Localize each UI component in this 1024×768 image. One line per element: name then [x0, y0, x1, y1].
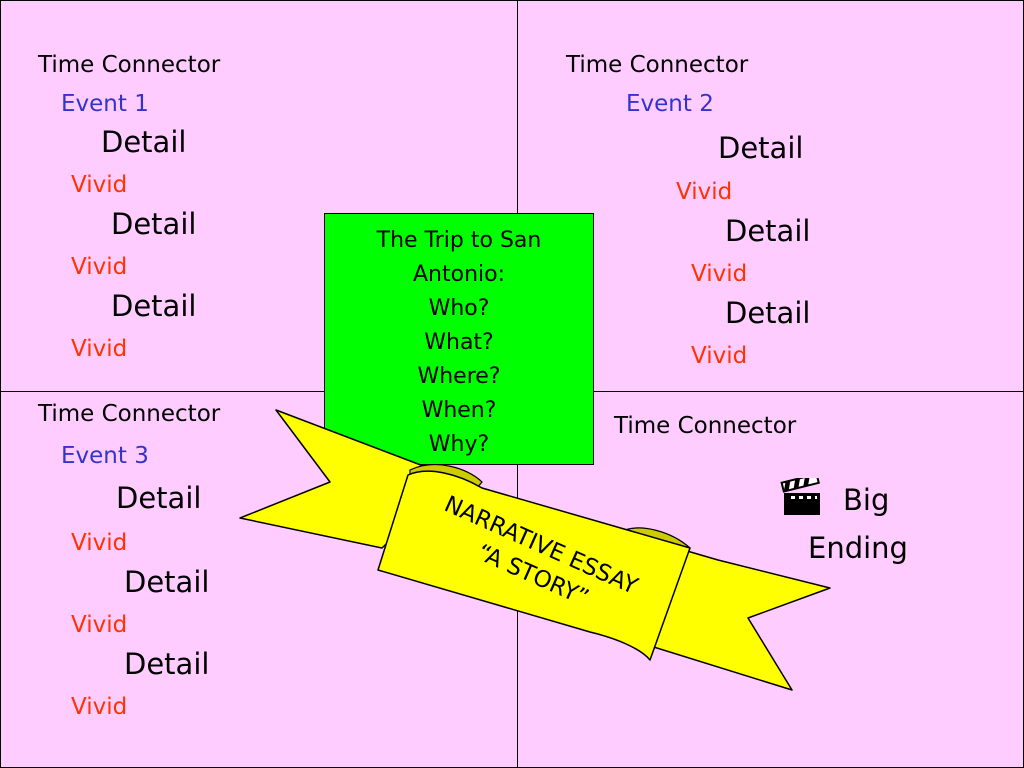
time-connector-label: Time Connector	[38, 52, 221, 78]
vivid-label: Vivid	[71, 612, 128, 638]
detail-label: Detail	[116, 481, 202, 515]
ending-line-ending: Ending	[808, 531, 908, 565]
topic-line: The Trip to San	[376, 228, 542, 253]
event-label: Event 2	[626, 91, 714, 117]
question-who: Who?	[428, 296, 490, 321]
detail-label: Detail	[725, 214, 811, 248]
time-connector-label: Time Connector	[614, 413, 797, 439]
vivid-label: Vivid	[691, 343, 748, 369]
question-when: When?	[421, 398, 497, 423]
event-label: Event 3	[61, 443, 149, 469]
topic-box: The Trip to San Antonio: Who? What? Wher…	[324, 213, 594, 465]
time-connector-label: Time Connector	[566, 52, 749, 78]
question-what: What?	[424, 330, 494, 355]
detail-label: Detail	[101, 125, 187, 159]
ending-line-big: Big	[843, 483, 890, 517]
question-why: Why?	[428, 432, 490, 457]
vivid-label: Vivid	[676, 179, 733, 205]
vivid-label: Vivid	[71, 530, 128, 556]
event-label: Event 1	[61, 91, 149, 117]
question-where: Where?	[417, 364, 501, 389]
quadrant-event-2: Time Connector Event 2 Detail Vivid Deta…	[517, 0, 1024, 392]
vivid-label: Vivid	[71, 336, 128, 362]
clapperboard-icon	[780, 472, 822, 518]
detail-label: Detail	[111, 289, 197, 323]
detail-label: Detail	[111, 207, 197, 241]
banner-ribbon	[239, 409, 831, 691]
vivid-label: Vivid	[71, 172, 128, 198]
detail-label: Detail	[718, 131, 804, 165]
vivid-label: Vivid	[71, 254, 128, 280]
time-connector-label: Time Connector	[38, 401, 221, 427]
detail-label: Detail	[124, 565, 210, 599]
quadrant-event-1: Time Connector Event 1 Detail Vivid Deta…	[0, 0, 518, 392]
topic-line: Antonio:	[412, 262, 505, 287]
detail-label: Detail	[124, 647, 210, 681]
detail-label: Detail	[725, 296, 811, 330]
vivid-label: Vivid	[71, 694, 128, 720]
vivid-label: Vivid	[691, 261, 748, 287]
